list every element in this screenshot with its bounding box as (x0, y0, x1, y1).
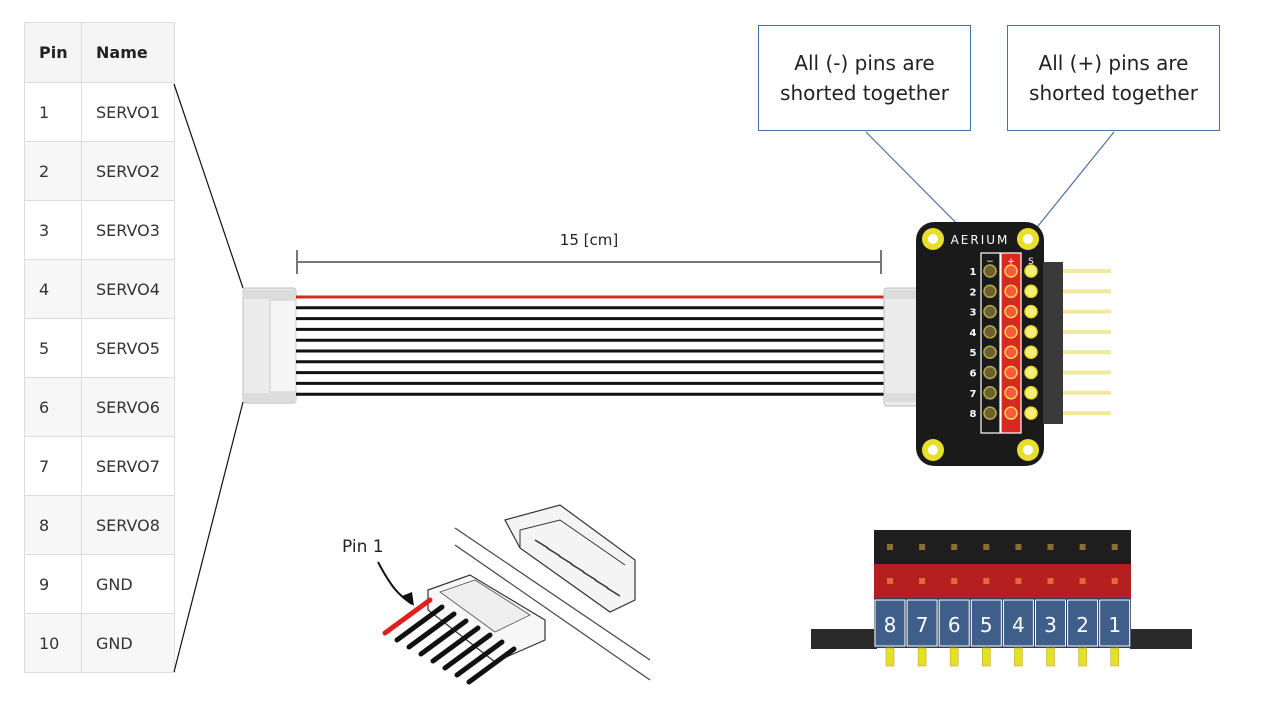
pin-name-cell: SERVO3 (81, 200, 175, 260)
connector-detail-illustration: Pin 1 (342, 504, 651, 685)
board-row-number: 4 (970, 328, 977, 339)
pin-number-cell: 5 (24, 318, 82, 378)
pin1-label: Pin 1 (342, 537, 384, 557)
servo-breakout-board: AERIUM − + S 1 2 3 4 5 6 7 8 (916, 222, 1111, 466)
length-label: 15 [cm] (560, 231, 618, 249)
header-pin-number: 8 (884, 613, 897, 637)
header-pin-number: 4 (1012, 613, 1025, 637)
callout-positive-pins: All (+) pins are shorted together (1007, 25, 1220, 131)
length-dimension: 15 [cm] (296, 231, 882, 274)
pin-number-cell: 1 (24, 82, 82, 142)
pin-number-cell: 10 (24, 613, 82, 673)
pin-number-cell: 9 (24, 554, 82, 614)
board-row-number: 6 (970, 369, 977, 380)
pin-name-cell: SERVO1 (81, 82, 175, 142)
board-row-number: 1 (970, 267, 977, 278)
column-label-plus: + (1007, 257, 1015, 267)
board-brand-label: AERIUM (951, 233, 1010, 247)
header-pin-number: 3 (1044, 613, 1057, 637)
pin-name-cell: SERVO5 (81, 318, 175, 378)
header-pin-number: 1 (1108, 613, 1121, 637)
header-pin-number: 2 (1076, 613, 1089, 637)
column-header-name: Name (81, 22, 175, 83)
column-label-minus: − (986, 257, 994, 267)
board-row-number: 2 (970, 287, 977, 298)
pin-name-cell: SERVO2 (81, 141, 175, 201)
pin-name-cell: SERVO8 (81, 495, 175, 555)
table-header-row: Pin Name (24, 22, 175, 83)
pin-name-cell: SERVO7 (81, 436, 175, 496)
header-pin-number: 7 (916, 613, 929, 637)
board-row-number: 7 (970, 389, 977, 400)
board-row-number: 8 (970, 409, 977, 420)
leader-line-bottom (173, 401, 244, 673)
pin-number-cell: 2 (24, 141, 82, 201)
pin-number-cell: 4 (24, 259, 82, 319)
pin-number-cell: 8 (24, 495, 82, 555)
board-row-number: 3 (970, 308, 977, 319)
column-header-pin: Pin (24, 22, 82, 83)
pin-number-cell: 6 (24, 377, 82, 437)
header-pin-number: 5 (980, 613, 993, 637)
board-row-number: 5 (970, 348, 977, 359)
pin-name-cell: SERVO4 (81, 259, 175, 319)
callout-negative-pins: All (-) pins are shorted together (758, 25, 971, 131)
cable-connector-left (242, 287, 297, 404)
pin-name-cell: GND (81, 613, 175, 673)
leader-line-top (173, 83, 244, 289)
ribbon-cable (296, 295, 884, 396)
header-pin-number: 6 (948, 613, 961, 637)
column-label-signal: S (1028, 257, 1034, 267)
